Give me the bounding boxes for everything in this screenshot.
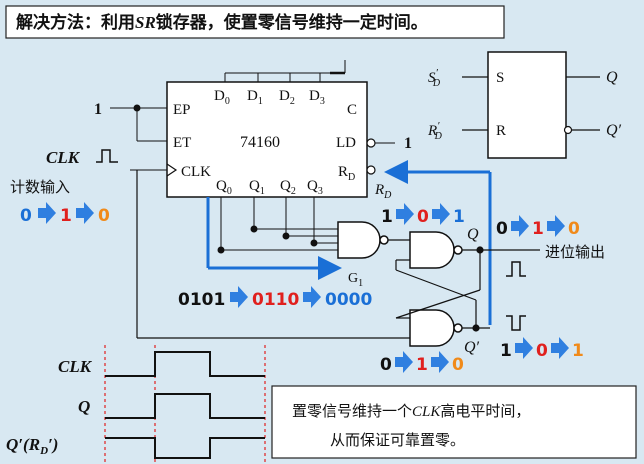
rd-bubble	[366, 165, 376, 175]
arrow-icon	[431, 351, 449, 373]
svg-text:0000: 0000	[325, 290, 372, 310]
svg-text:0: 0	[380, 355, 392, 375]
svg-text:R: R	[496, 123, 506, 139]
g1-label: G1	[348, 271, 363, 289]
feedback-arrow	[206, 160, 492, 325]
svg-text:1: 1	[381, 207, 393, 227]
arrow-icon	[303, 286, 321, 308]
arrow-icon	[38, 202, 56, 224]
chip-labels: EP ET CLK 74160 C LD RD D0 D1 D2 D3 Q0 Q…	[173, 88, 357, 197]
latch-qn-output: Q′	[606, 122, 622, 139]
count-input-label: 计数输入	[10, 178, 70, 196]
q-state-sequence: 0101 0110 0000	[178, 286, 372, 310]
title-box	[5, 5, 505, 39]
qn-pulse-icon	[506, 315, 526, 331]
clk-pulse-icon	[96, 149, 118, 163]
arrow-icon	[76, 202, 94, 224]
qrd-waveform	[105, 437, 265, 459]
pin-d0: D0	[214, 88, 230, 107]
chip-input-wires	[110, 104, 395, 171]
qn-label: Q′	[464, 339, 480, 356]
svg-text:0: 0	[536, 341, 548, 361]
timing-q-label: Q	[78, 397, 90, 416]
page-title: 解决方法：利用SR锁存器，使置零信号维持一定时间。	[16, 12, 428, 33]
pin-q3: Q3	[307, 178, 323, 197]
chip-name: 74160	[240, 134, 280, 151]
arrow-icon	[515, 337, 533, 359]
ld-bubble	[366, 138, 376, 148]
svg-text:1: 1	[60, 206, 72, 226]
svg-text:1: 1	[572, 341, 584, 361]
svg-text:0: 0	[496, 219, 508, 239]
q-bus-wires	[217, 197, 338, 254]
latch-q-output: Q	[606, 69, 618, 86]
arrow-icon	[230, 286, 248, 308]
pin-d3: D3	[309, 88, 325, 107]
pin-clk: CLK	[181, 164, 211, 180]
pin-d1: D1	[247, 88, 263, 107]
ep-value: 1	[94, 101, 102, 118]
pin-rd: RD	[338, 164, 355, 183]
q-pulse-icon	[506, 261, 526, 277]
arrow-icon	[511, 215, 529, 237]
timing-clk-label: CLK	[58, 357, 93, 376]
arrow-icon	[551, 337, 569, 359]
nand-latch	[409, 231, 463, 347]
note-line-2: 从而保证可靠置零。	[330, 431, 465, 449]
pin-ep: EP	[173, 102, 191, 118]
q-waveform	[105, 393, 265, 419]
ld-value: 1	[404, 135, 412, 152]
arrow-icon	[547, 215, 565, 237]
pin-q1: Q1	[249, 178, 265, 197]
qn-out-sequence: 1 0 1	[500, 337, 584, 361]
pin-c: C	[347, 102, 357, 118]
latch-in-sequence: 0 1 0	[380, 351, 464, 375]
arrow-icon	[395, 351, 413, 373]
pin-d2: D2	[279, 88, 295, 107]
note-line-1: 置零信号维持一个CLK高电平时间，	[292, 402, 530, 420]
count-sequence: 0 1 0	[20, 202, 110, 226]
svg-text:0: 0	[452, 355, 464, 375]
svg-text:1: 1	[453, 207, 465, 227]
sr-latch-symbol: S R S′D R′D Q Q′	[427, 51, 622, 159]
clk-input-label: CLK	[46, 148, 81, 167]
arrow-icon	[432, 203, 450, 225]
svg-text:1: 1	[532, 219, 544, 239]
svg-text:1: 1	[500, 341, 512, 361]
clk-waveform	[105, 351, 265, 377]
arrow-icon	[396, 203, 414, 225]
carry-output-label: 进位输出	[545, 243, 605, 261]
nand-gate-g1	[337, 221, 389, 259]
latch-wires	[136, 170, 540, 339]
pin-et: ET	[173, 135, 191, 151]
counter-chip-74160	[166, 60, 376, 198]
timing-diagram: CLK Q Q′(RD′)	[6, 345, 266, 462]
pin-q0: Q0	[216, 178, 232, 197]
nand-in-sequence: 1 0 1	[381, 203, 465, 227]
note-box	[271, 385, 637, 459]
timing-qrd-label: Q′(RD′)	[6, 435, 58, 457]
pin-ld: LD	[336, 135, 356, 151]
svg-text:0: 0	[568, 219, 580, 239]
svg-text:0: 0	[417, 207, 429, 227]
latch-r-input: R′D	[427, 120, 443, 142]
q-out-sequence: 0 1 0	[496, 215, 580, 239]
latch-s-input: S′D	[428, 67, 441, 89]
svg-text:1: 1	[416, 355, 428, 375]
pin-q2: Q2	[280, 178, 296, 197]
svg-text:0: 0	[20, 206, 32, 226]
svg-text:S: S	[496, 70, 504, 86]
svg-text:0: 0	[98, 206, 110, 226]
svg-text:0101: 0101	[178, 290, 225, 310]
svg-text:0110: 0110	[252, 290, 299, 310]
rd-label: RD	[374, 182, 392, 201]
q-label: Q	[467, 226, 479, 243]
